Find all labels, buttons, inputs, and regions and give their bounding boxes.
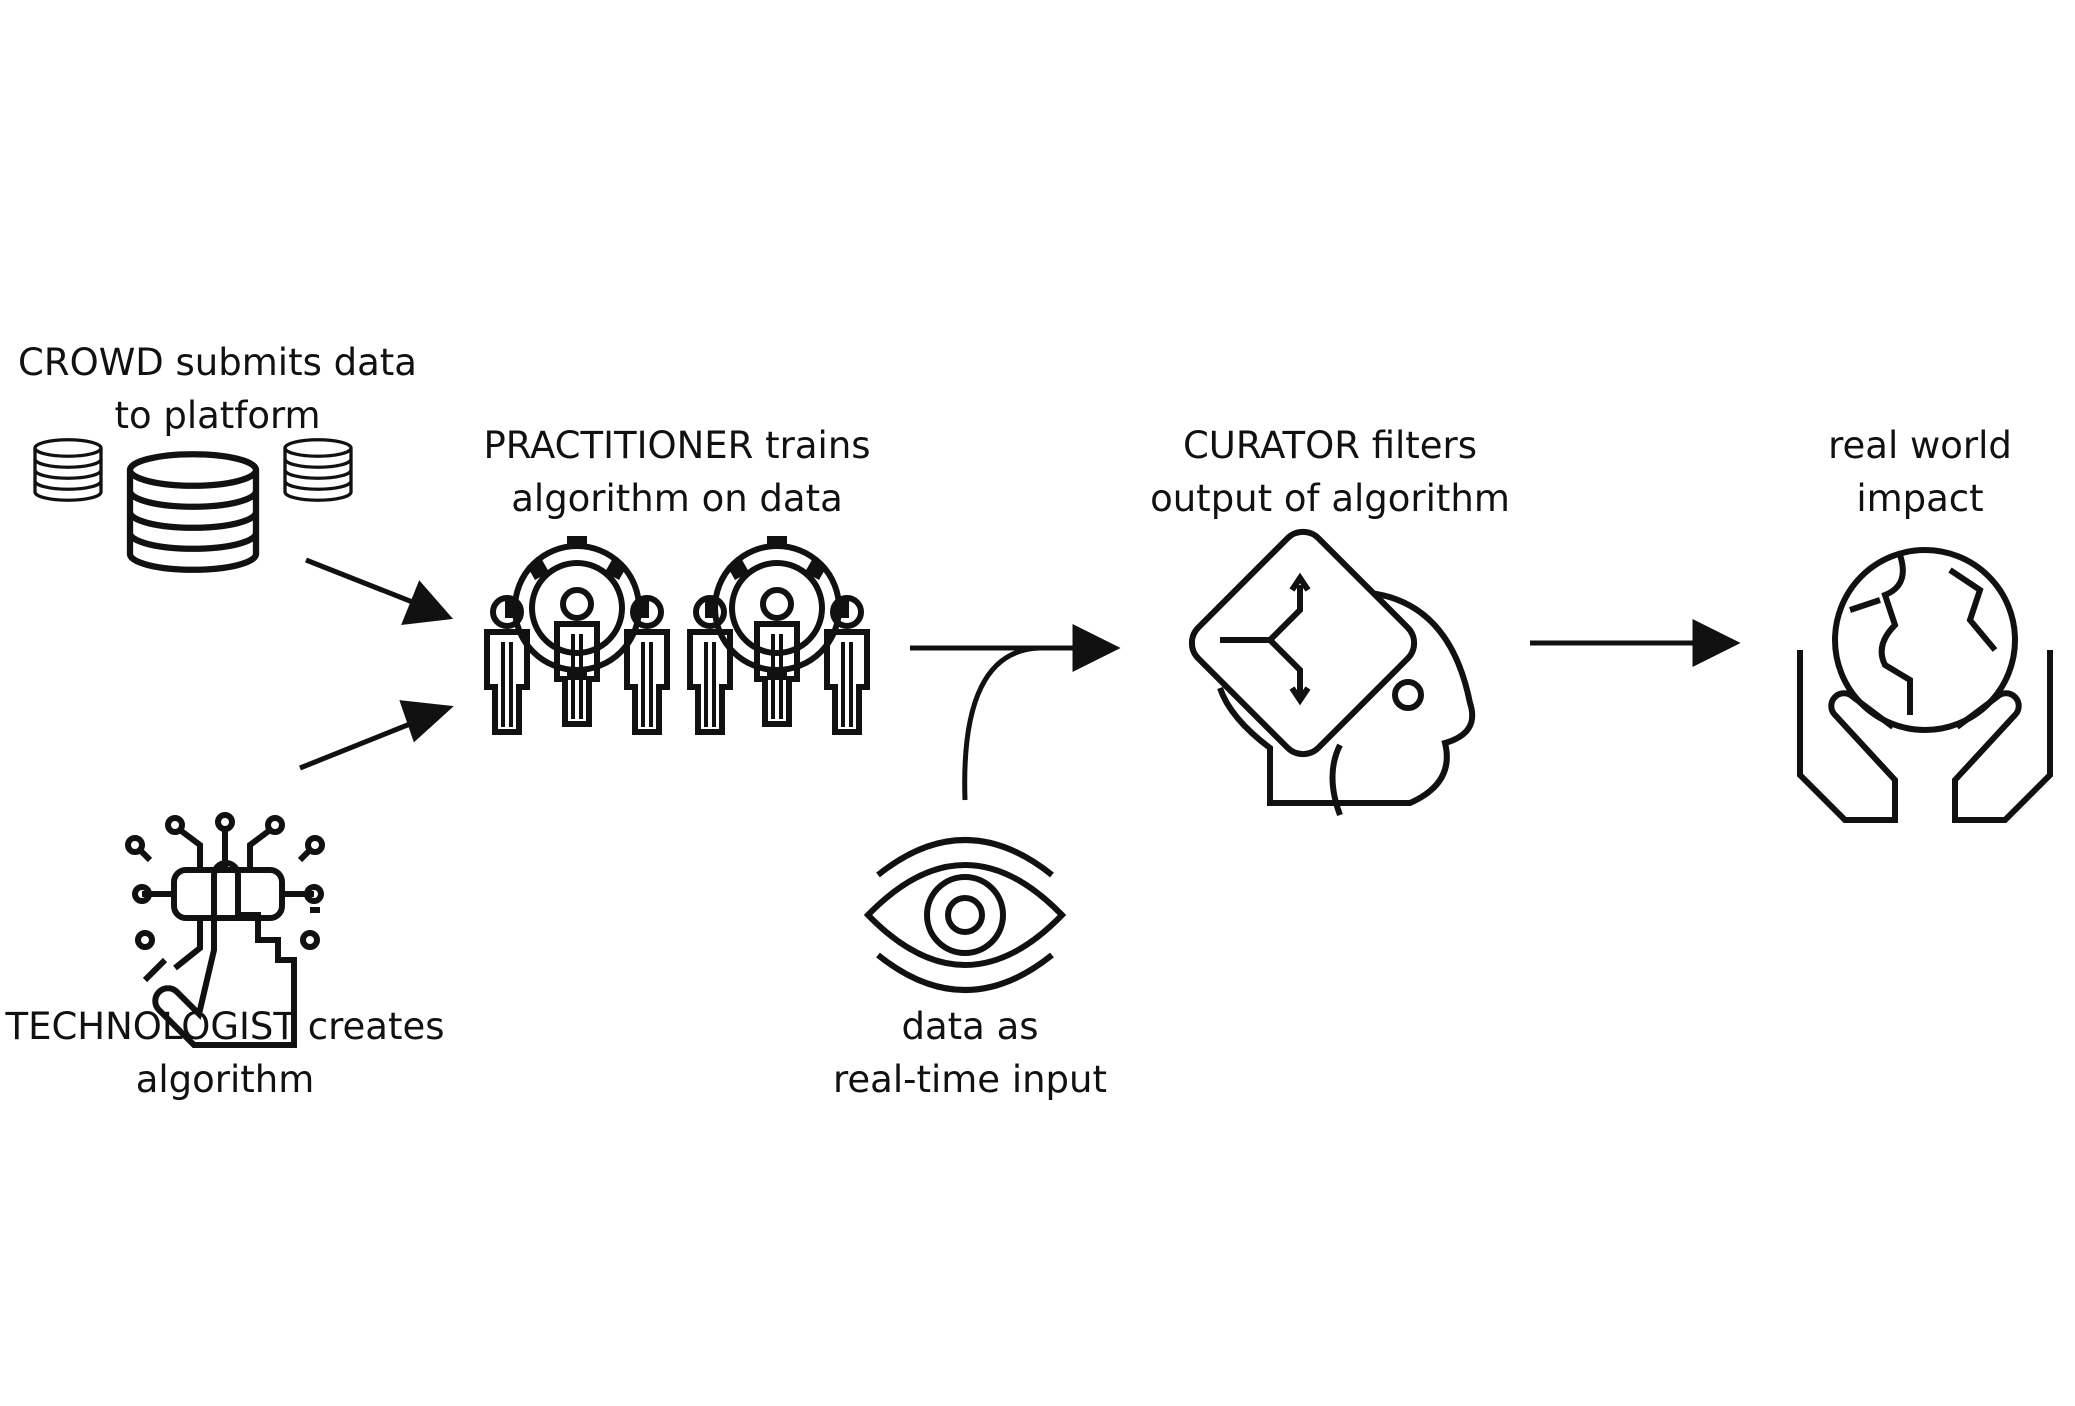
impact-label-line-2: impact [1856, 477, 1984, 520]
curator-label-line-2: output of algorithm [1150, 477, 1510, 520]
data-input-label-line-1: data as [901, 1005, 1039, 1048]
impact-label: real world impact [1740, 419, 2075, 525]
crowd-label: CROWD submits data to platform [0, 336, 435, 442]
technologist-label-line-2: algorithm [135, 1058, 315, 1101]
crowd-label-line-2: to platform [114, 394, 321, 437]
data-input-label: data as real-time input [790, 1000, 1150, 1106]
hands-globe-icon [1797, 547, 2053, 823]
data-input-label-line-2: real-time input [833, 1058, 1107, 1101]
eye-icon [863, 837, 1067, 993]
practitioner-label: PRACTITIONER trains algorithm on data [440, 419, 914, 525]
curator-label-line-1: CURATOR filters [1182, 424, 1478, 467]
technologist-label-line-1: TECHNOLOGIST creates [5, 1005, 445, 1048]
practitioner-label-line-1: PRACTITIONER trains [483, 424, 871, 467]
technologist-label: TECHNOLOGIST creates algorithm [0, 1000, 450, 1106]
practitioner-label-line-2: algorithm on data [511, 477, 843, 520]
impact-label-line-1: real world [1828, 424, 2012, 467]
crowd-label-line-1: CROWD submits data [18, 341, 417, 384]
curator-label: CURATOR filters output of algorithm [1090, 419, 1570, 525]
head-decision-icon [1188, 528, 1476, 817]
team-gears-icon [487, 536, 867, 732]
arrows [299, 557, 1741, 801]
circuit-touch-icon [125, 812, 325, 1048]
database-stack-icon [33, 438, 353, 570]
